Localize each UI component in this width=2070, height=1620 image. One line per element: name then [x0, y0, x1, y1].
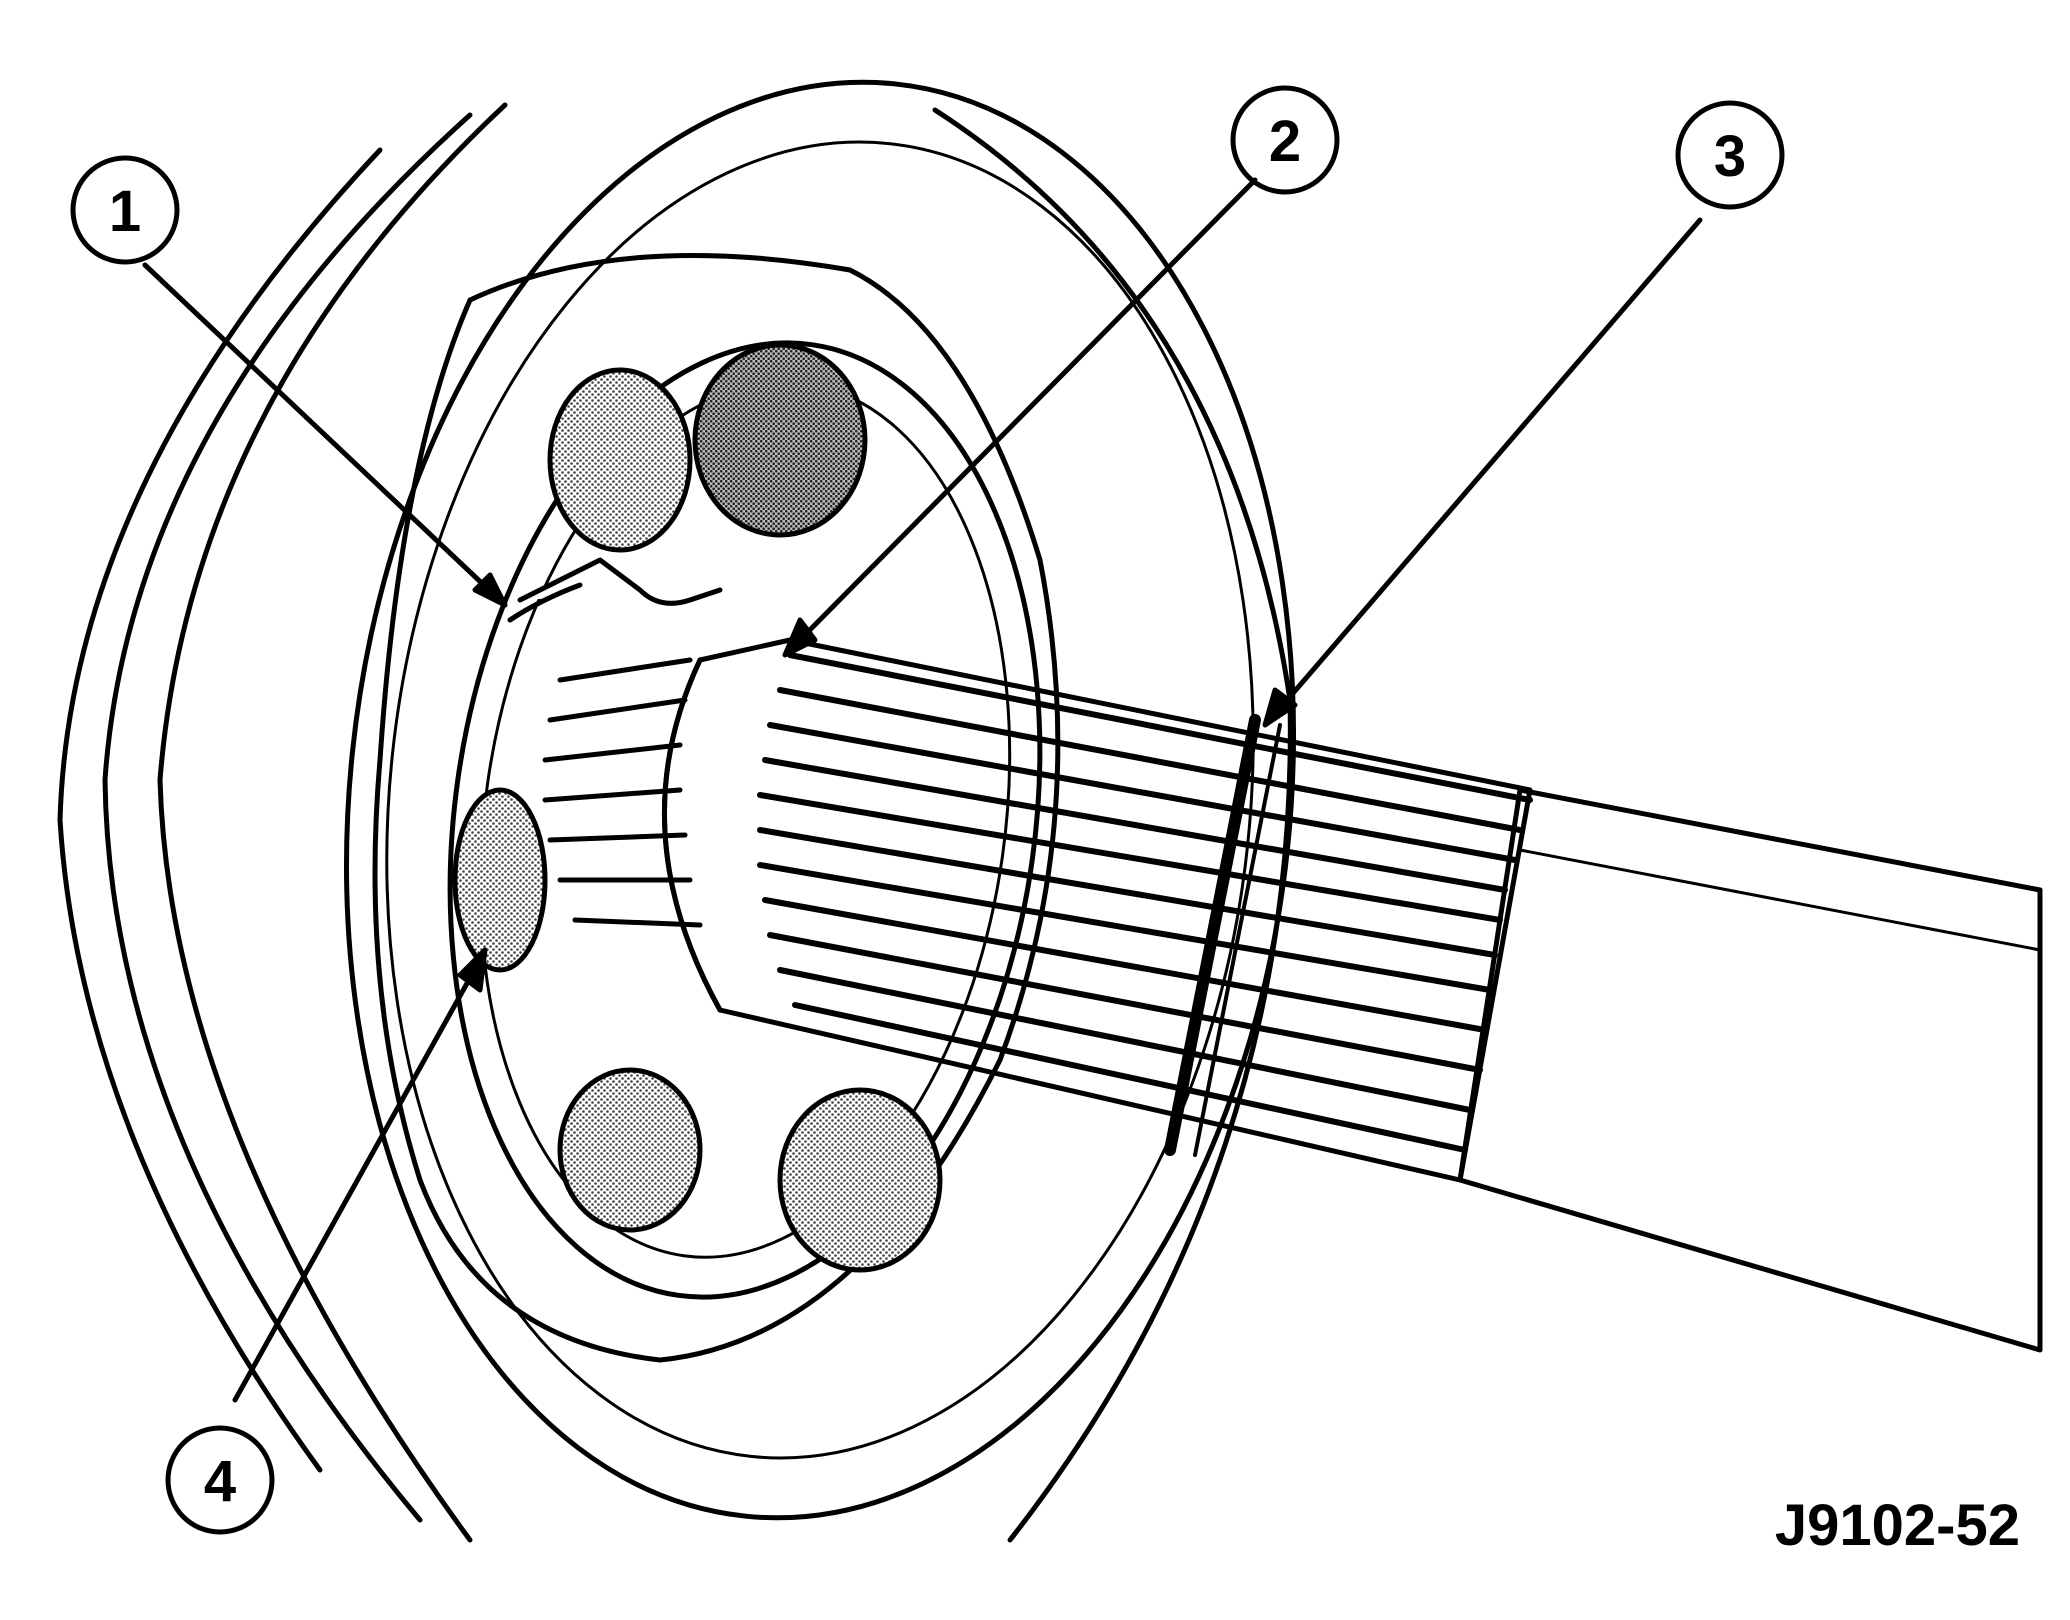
callout-3: 3	[1675, 100, 1785, 210]
callout-4-number: 4	[204, 1449, 236, 1514]
callout-1: 1	[70, 155, 180, 265]
outer-hub-arcs	[57, 102, 1293, 1543]
cv-balls	[452, 342, 943, 1273]
axle-shaft	[1457, 787, 2043, 1353]
arrowhead-3	[1262, 687, 1298, 728]
callout-3-number: 3	[1714, 124, 1746, 189]
arrowhead-4	[457, 947, 488, 993]
snap-ring	[507, 557, 723, 623]
leader-lines	[142, 177, 1703, 1403]
spline-teeth	[757, 652, 1533, 1153]
inner-splines	[542, 657, 703, 928]
leader-1	[142, 262, 508, 608]
splined-shaft	[542, 637, 1533, 1183]
figure-id-label: J9102-52	[1775, 1493, 2020, 1558]
callout-4: 4	[165, 1425, 275, 1535]
callout-2: 2	[1230, 85, 1340, 195]
arrowhead-1	[472, 572, 508, 608]
leader-3	[1267, 217, 1703, 723]
arrowhead-2	[782, 617, 818, 658]
leader-2	[787, 177, 1258, 653]
callout-2-number: 2	[1269, 109, 1301, 174]
callout-1-number: 1	[109, 179, 141, 244]
leader-4	[232, 957, 483, 1403]
